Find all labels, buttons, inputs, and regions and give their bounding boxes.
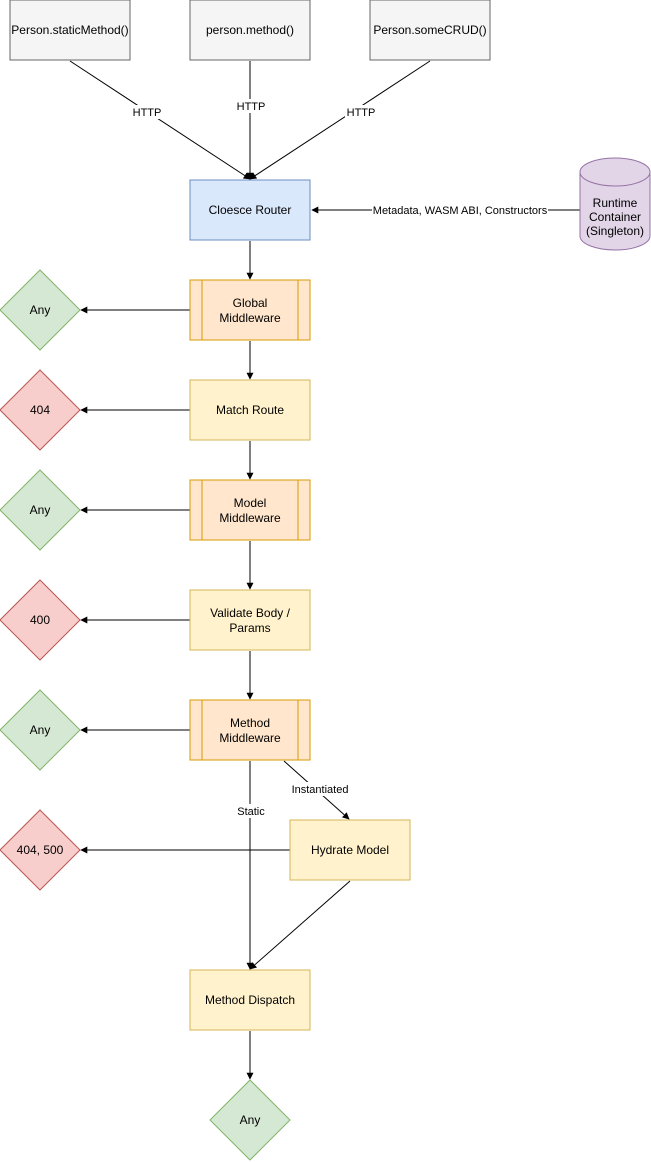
edge-label-http-static: HTTP bbox=[133, 107, 162, 119]
node-model-middleware-line-2: Middleware bbox=[219, 511, 281, 525]
node-model-middleware: Model Middleware bbox=[189, 479, 311, 541]
edge-labels: HTTP HTTP HTTP Metadata, WASM ABI, Const… bbox=[131, 99, 548, 818]
node-global-middleware-line-2: Middleware bbox=[219, 311, 281, 325]
node-instance-method-label: person.method() bbox=[206, 23, 294, 37]
node-global-middleware-line-1: Global bbox=[233, 296, 268, 310]
edge-label-instantiated: Instantiated bbox=[292, 784, 349, 796]
node-method-middleware-line-2: Middleware bbox=[219, 731, 281, 745]
outcome-400: 400 bbox=[0, 579, 81, 661]
node-validate-line-2: Params bbox=[229, 621, 270, 635]
outcome-any-method: Any bbox=[0, 689, 81, 771]
node-runtime-line-1: Runtime bbox=[593, 196, 638, 210]
node-hydrate-model: Hydrate Model bbox=[289, 819, 411, 881]
outcome-404-500-label: 404, 500 bbox=[17, 843, 64, 857]
node-router-label: Cloesce Router bbox=[209, 203, 292, 217]
edge-static-method-to-router bbox=[69, 60, 251, 180]
edge-label-http-crud: HTTP bbox=[347, 107, 376, 119]
edge-label-http-instance: HTTP bbox=[237, 101, 266, 113]
node-method-dispatch-label: Method Dispatch bbox=[205, 993, 295, 1007]
node-validate-line-1: Validate Body / bbox=[210, 606, 290, 620]
outcome-any-global: Any bbox=[0, 269, 81, 351]
edge-label-runtime: Metadata, WASM ABI, Constructors bbox=[373, 205, 548, 217]
node-runtime-line-3: (Singleton) bbox=[586, 224, 644, 238]
node-match-route: Match Route bbox=[189, 379, 311, 441]
edges bbox=[69, 60, 580, 1080]
node-hydrate-model-label: Hydrate Model bbox=[311, 843, 389, 857]
node-match-route-label: Match Route bbox=[216, 403, 284, 417]
node-method-middleware: Method Middleware bbox=[189, 699, 311, 761]
node-method-dispatch: Method Dispatch bbox=[189, 969, 311, 1031]
node-runtime-line-2: Container bbox=[589, 210, 641, 224]
outcome-any-model: Any bbox=[0, 469, 81, 551]
node-method-middleware-line-1: Method bbox=[230, 716, 270, 730]
node-global-middleware: Global Middleware bbox=[189, 279, 311, 341]
outcome-any-result-label: Any bbox=[240, 1113, 261, 1127]
node-model-middleware-line-1: Model bbox=[234, 496, 267, 510]
edge-crud-to-router bbox=[249, 60, 431, 180]
node-runtime-container: Runtime Container (Singleton) bbox=[579, 157, 651, 251]
outcome-400-label: 400 bbox=[30, 613, 50, 627]
edge-hydrate-to-dispatch bbox=[249, 880, 351, 970]
node-validate: Validate Body / Params bbox=[189, 589, 311, 651]
node-some-crud: Person.someCRUD() bbox=[369, 0, 491, 61]
outcome-404-500: 404, 500 bbox=[0, 809, 81, 891]
outcome-any-result: Any bbox=[209, 1079, 291, 1161]
node-static-method-label: Person.staticMethod() bbox=[11, 23, 128, 37]
node-instance-method: person.method() bbox=[189, 0, 311, 61]
node-router: Cloesce Router bbox=[189, 179, 311, 241]
outcome-any-global-label: Any bbox=[30, 303, 51, 317]
node-some-crud-label: Person.someCRUD() bbox=[373, 23, 486, 37]
outcome-404: 404 bbox=[0, 369, 81, 451]
outcome-any-method-label: Any bbox=[30, 723, 51, 737]
outcome-any-model-label: Any bbox=[30, 503, 51, 517]
outcome-404-label: 404 bbox=[30, 403, 50, 417]
edge-label-static: Static bbox=[237, 806, 265, 818]
node-static-method: Person.staticMethod() bbox=[9, 0, 131, 61]
